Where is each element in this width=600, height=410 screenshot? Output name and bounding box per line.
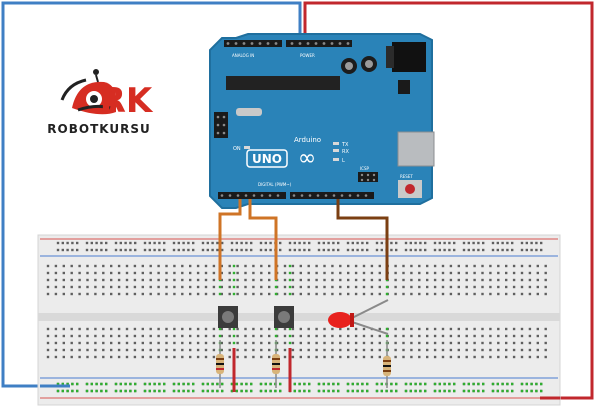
connected-holes (56, 264, 543, 393)
usb-connector (397, 131, 435, 167)
voltage-regulator (398, 80, 410, 94)
logo-mark: RK (100, 81, 154, 121)
icsp-label: ICSP (360, 166, 370, 171)
ground-wire-blue (1, 1, 302, 388)
resistor-3 (383, 340, 391, 388)
resistor-1 (216, 340, 224, 388)
logo-wordmark: ROBOTKURSU (47, 122, 150, 136)
icsp-header-right (358, 172, 378, 182)
crystal (236, 108, 262, 116)
power-wire-red (303, 1, 594, 400)
power-header (286, 40, 352, 47)
center-gutter (38, 313, 560, 321)
orange-wire-pin2 (248, 199, 278, 280)
uno-label: UNO (252, 152, 282, 166)
on-label: ON (233, 146, 241, 152)
push-button-1 (218, 306, 238, 328)
on-led (244, 146, 250, 149)
digital-header-high (290, 192, 374, 199)
arduino-brand-label: Arduino (294, 136, 321, 144)
arduino-uno-board: ANALOG IN POWER TX RX L ON UNO ∞ Arduino (209, 33, 435, 209)
resistor-2 (272, 340, 280, 388)
l-label: L (342, 158, 345, 164)
tx-led (333, 142, 339, 145)
power-label: POWER (300, 53, 315, 58)
digital-label: DIGITAL (PWM~) (258, 182, 292, 187)
atmega-chip (226, 76, 340, 90)
icsp-header-left (214, 112, 228, 138)
analog-in-label: ANALOG IN (232, 53, 254, 58)
l-led (333, 158, 339, 161)
digital-header-low (218, 192, 286, 199)
power-jack (392, 42, 426, 72)
push-button-2 (274, 306, 294, 328)
robotkursu-logo: RK ROBOTKURSU (47, 69, 154, 136)
brown-wire-led (336, 199, 389, 280)
reset-label: RESET (400, 174, 413, 179)
tx-label: TX (341, 142, 349, 148)
rx-led (333, 149, 339, 152)
orange-wire-pin3 (218, 199, 242, 280)
robot-head-icon (60, 69, 116, 115)
red-led (328, 299, 389, 335)
arduino-infinity-logo: ∞ (298, 146, 316, 171)
breadboard (37, 234, 561, 406)
rx-label: RX (342, 149, 349, 155)
